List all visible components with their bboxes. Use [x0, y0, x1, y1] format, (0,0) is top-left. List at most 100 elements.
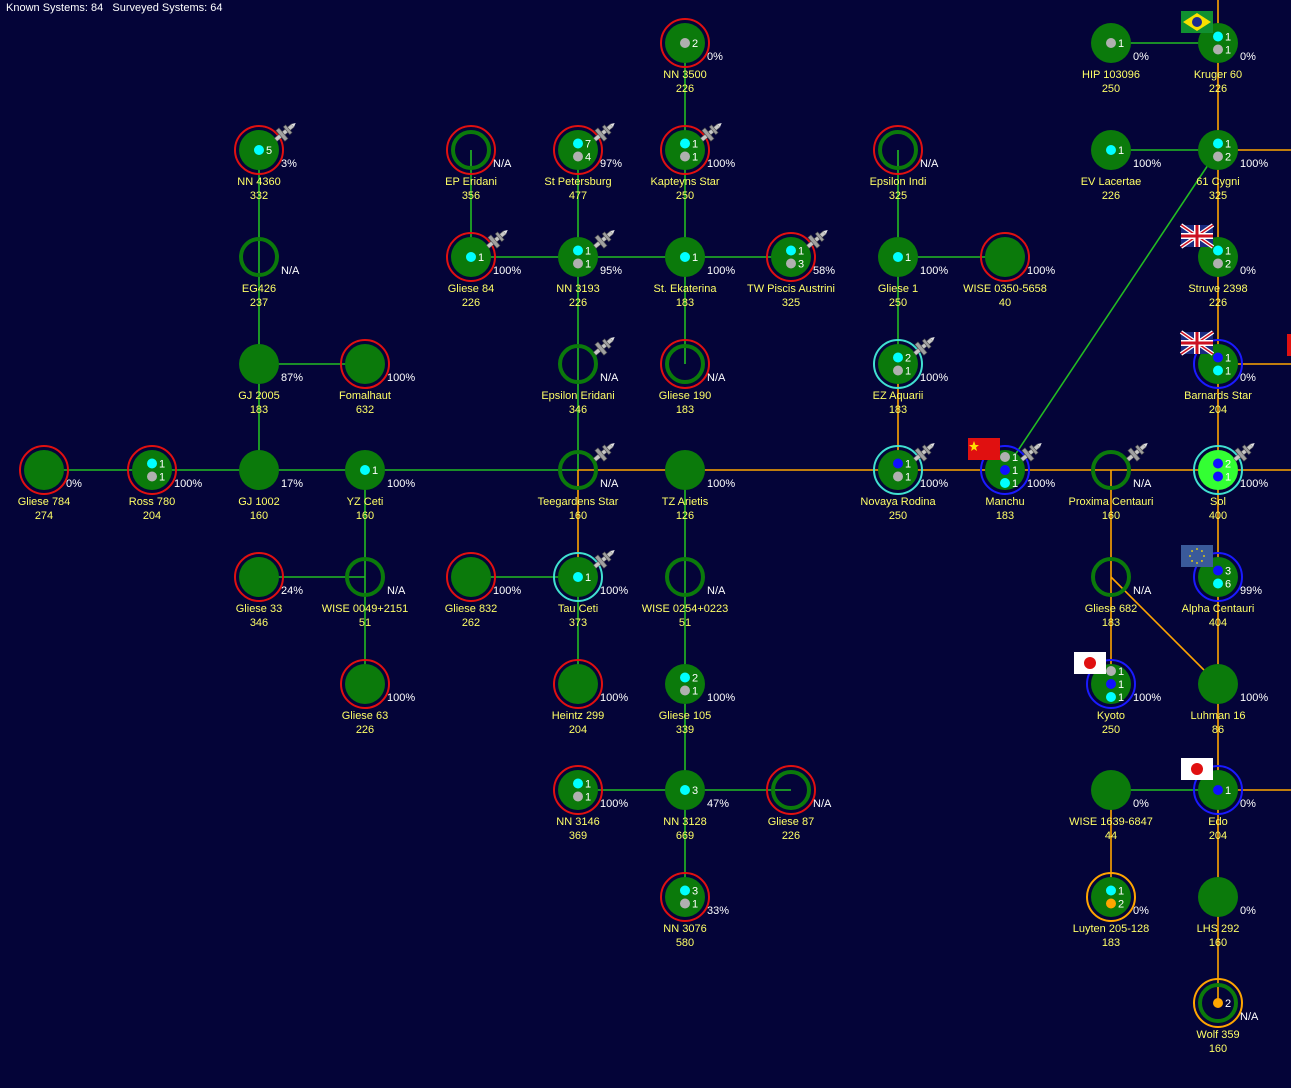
star-body [665, 877, 705, 917]
fleet-ship-icon[interactable] [910, 332, 939, 359]
fleet-ship-icon[interactable] [483, 225, 512, 252]
survey-ring [446, 232, 496, 282]
star-body [239, 344, 279, 384]
system-name: Gliese 84 [448, 283, 494, 295]
colony-dot [573, 138, 583, 149]
fleet-ship-icon[interactable] [1230, 438, 1259, 465]
fleet-ship-icon[interactable] [910, 438, 939, 465]
survey-percent: 100% [387, 478, 415, 490]
survey-ring [553, 765, 603, 815]
colony-dot [1213, 998, 1223, 1008]
fleet-ship-icon[interactable] [697, 118, 726, 145]
system-value: 226 [569, 297, 587, 309]
fleet-ship-icon[interactable] [590, 545, 619, 572]
fleet-ship-icon[interactable] [271, 118, 300, 145]
colony-count: 5 [266, 145, 272, 157]
colony-count: 1 [692, 899, 698, 911]
system-name: Kapteyns Star [650, 176, 719, 188]
survey-percent: 0% [707, 51, 723, 63]
colony-dot [573, 258, 583, 269]
fleet-ship-icon[interactable] [803, 225, 832, 252]
survey-percent: N/A [813, 798, 832, 810]
fleet-ship-icon[interactable] [590, 438, 619, 465]
fleet-ship-icon[interactable] [590, 225, 619, 252]
fleet-ship-icon[interactable] [590, 332, 619, 359]
offscreen-flag-edge [1287, 334, 1291, 356]
star-body [239, 557, 279, 597]
system-value: 183 [676, 297, 694, 309]
colony-count: 1 [1012, 452, 1018, 464]
colony-dot [893, 252, 903, 262]
colony-count: 1 [1118, 145, 1124, 157]
colony-dot [1213, 785, 1223, 795]
system-name: Kruger 60 [1194, 69, 1242, 81]
system-value: 183 [676, 404, 694, 416]
fleet-ship-icon[interactable] [1017, 438, 1046, 465]
colony-dot [680, 38, 690, 48]
survey-percent: 95% [600, 265, 622, 277]
survey-ring [446, 125, 496, 175]
colony-count: 1 [905, 459, 911, 471]
survey-percent: N/A [1133, 585, 1152, 597]
fleet-ship-icon[interactable] [1123, 438, 1152, 465]
fleet-ship-icon[interactable] [590, 118, 619, 145]
star-body [878, 450, 918, 490]
